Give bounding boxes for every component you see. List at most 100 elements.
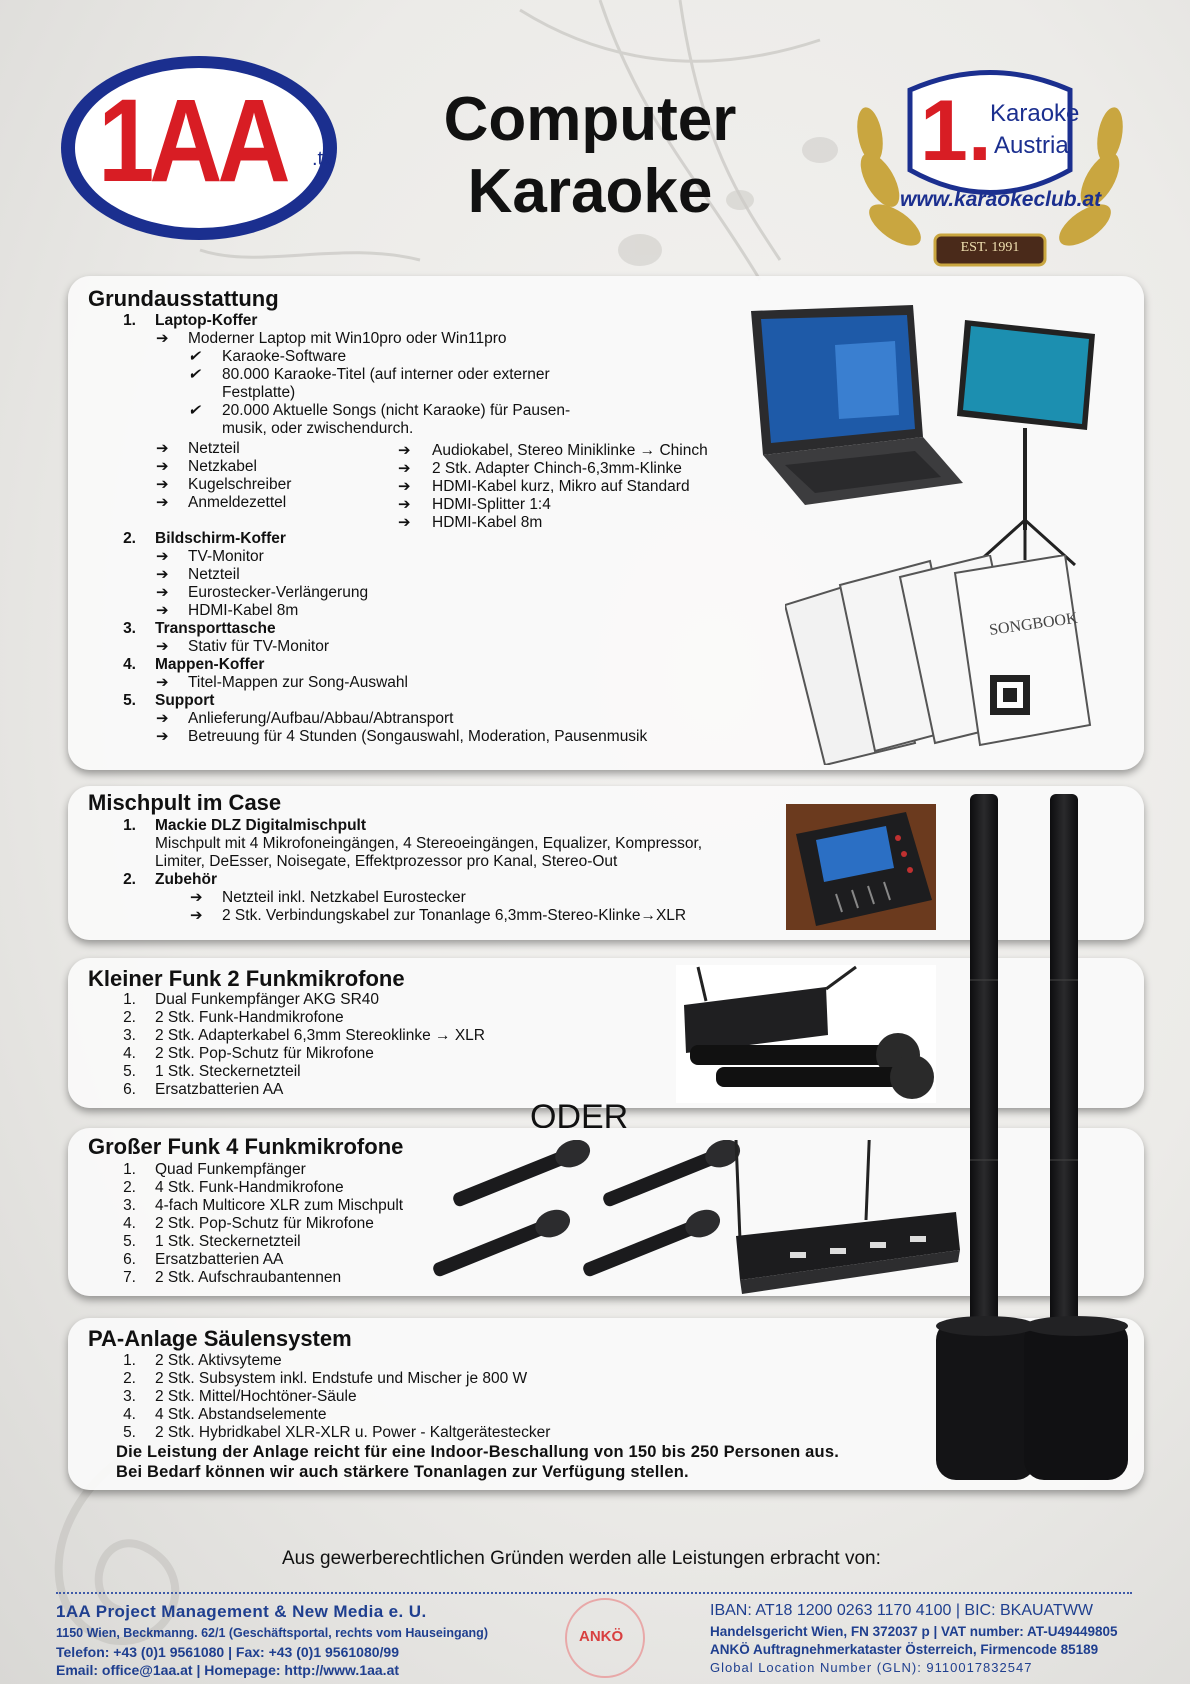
- page-title-line2: Karaoke: [467, 157, 713, 226]
- section-title-grund: Grundausstattung: [88, 286, 279, 311]
- item-number: 1.: [123, 817, 136, 834]
- check-icon: ✔: [188, 402, 201, 419]
- arrow-icon: ➔: [190, 889, 203, 906]
- monitor-stand-image: [957, 320, 1095, 567]
- list-item: Quad Funkempfänger: [155, 1161, 306, 1178]
- list-item: 4 Stk. Abstandselemente: [155, 1406, 327, 1423]
- logo-1aa-sub: .tv: [312, 148, 334, 170]
- page-title-line1: Computer: [443, 85, 737, 154]
- footer-iban: IBAN: AT18 1200 0263 1170 4100 | BIC: BK…: [710, 1602, 1094, 1619]
- arrow-icon: ➔: [156, 602, 169, 619]
- section-title-misch: Mischpult im Case: [88, 790, 282, 815]
- arrow-icon: ➔: [156, 330, 169, 347]
- item-number: 3.: [123, 1197, 136, 1214]
- list-item: 2 Stk. Adapterkabel 6,3mm Stereoklinke →…: [155, 1027, 485, 1044]
- arrow-icon: ➔: [190, 907, 203, 924]
- footer-gln: Global Location Number (GLN): 9110017832…: [710, 1660, 1033, 1675]
- arrow-icon: ➔: [398, 460, 411, 477]
- check-item: 20.000 Aktuelle Songs (nicht Karaoke) fü…: [222, 402, 571, 419]
- item-mappen-koffer: Mappen-Koffer: [155, 656, 265, 673]
- footer-email: Email: office@1aa.at | Homepage: http://…: [56, 1662, 400, 1678]
- item-number: 5.: [123, 1233, 136, 1250]
- item-number: 1.: [123, 312, 136, 329]
- item-desc: Limiter, DeEsser, Noisegate, Effektproze…: [155, 853, 618, 870]
- arrow-icon: ➔: [398, 442, 411, 459]
- logo-est: EST. 1991: [960, 240, 1020, 255]
- check-icon: ✔: [188, 348, 201, 365]
- list-item: 2 Stk. Pop-Schutz für Mikrofone: [155, 1045, 374, 1062]
- logo-karaoke: Karaoke: [990, 100, 1080, 127]
- list-item: 4 Stk. Funk-Handmikrofone: [155, 1179, 344, 1196]
- item-number: 2.: [123, 1179, 136, 1196]
- item-number: 4.: [123, 1215, 136, 1232]
- anko-stamp-label: ANKÖ: [579, 1628, 624, 1645]
- arrow-icon: ➔: [156, 710, 169, 727]
- item-number: 5.: [123, 1424, 136, 1441]
- logo-url: www.karaokeclub.at: [900, 188, 1102, 211]
- akg-receiver-image: [676, 965, 936, 1103]
- list-item: Eurostecker-Verlängerung: [188, 584, 369, 601]
- check-item: musik, oder zwischendurch.: [222, 420, 414, 437]
- item-number: 3.: [123, 1388, 136, 1405]
- arrow-icon: ➔: [156, 458, 169, 475]
- list-item: 2 Stk. Adapter Chinch-6,3mm-Klinke: [432, 460, 682, 477]
- footer-divider: [56, 1592, 1132, 1594]
- list-item: HDMI-Kabel kurz, Mikro auf Standard: [432, 478, 690, 495]
- item-number: 3.: [123, 1027, 136, 1044]
- logo-1aa-ellipse: [61, 56, 337, 240]
- footer-court: Handelsgericht Wien, FN 372037 p | VAT n…: [710, 1624, 1118, 1639]
- list-item: 2 Stk. Pop-Schutz für Mikrofone: [155, 1215, 374, 1232]
- check-icon: ✔: [188, 366, 201, 383]
- laurel-wreath-icon: [857, 70, 1123, 267]
- item-number: 3.: [123, 620, 136, 637]
- arrow-icon: ➔: [156, 548, 169, 565]
- item-number: 4.: [123, 1045, 136, 1062]
- item-number: 2.: [123, 871, 136, 888]
- list-item: Anmeldezettel: [188, 494, 287, 511]
- list-item: 1 Stk. Steckernetzteil: [155, 1233, 301, 1250]
- list-item: Netzkabel: [188, 458, 257, 475]
- list-item: Anlieferung/Aufbau/Abbau/Abtransport: [188, 710, 454, 727]
- logo-austria: Austria: [994, 132, 1069, 159]
- list-item: Audiokabel, Stereo Miniklinke → Chinch: [432, 442, 708, 459]
- item-number: 4.: [123, 1406, 136, 1423]
- check-item: 80.000 Karaoke-Titel (auf interner oder …: [222, 366, 550, 383]
- list-item: 2 Stk. Subsystem inkl. Endstufe und Misc…: [155, 1370, 528, 1387]
- item-number: 5.: [123, 1063, 136, 1080]
- logo-1aa-text: 1AA: [98, 75, 291, 207]
- arrow-icon: ➔: [156, 728, 169, 745]
- logo-karaoke-austria: 1. Karaoke Austria www.karaokeclub.at ES…: [840, 40, 1140, 270]
- pa-column-speakers-image: [936, 794, 1128, 1480]
- list-item: 2 Stk. Verbindungskabel zur Tonanlage 6,…: [222, 907, 687, 924]
- item-number: 2.: [123, 1009, 136, 1026]
- arrow-icon: ➔: [156, 476, 169, 493]
- panel-kleiner-funk: [68, 958, 1144, 1108]
- list-item: 1 Stk. Steckernetzteil: [155, 1063, 301, 1080]
- item-transporttasche: Transporttasche: [155, 620, 276, 637]
- item-desc: Mischpult mit 4 Mikrofoneingängen, 4 Ste…: [155, 835, 703, 852]
- logo-number: 1.: [920, 83, 992, 179]
- list-item: 2 Stk. Mittel/Hochtöner-Säule: [155, 1388, 357, 1405]
- arrow-icon: ➔: [156, 638, 169, 655]
- quad-mics-image: [433, 1140, 960, 1294]
- list-item: Ersatzbatterien AA: [155, 1081, 284, 1098]
- check-item: Festplatte): [222, 384, 296, 401]
- item-support: Support: [155, 692, 215, 709]
- notice-text: Aus gewerberechtlichen Gründen werden al…: [282, 1548, 881, 1569]
- page-title: Computer Karaoke: [430, 84, 750, 228]
- mixer-image: [786, 804, 936, 930]
- list-item: 4-fach Multicore XLR zum Mischpult: [155, 1197, 404, 1214]
- footer-company: 1AA Project Management & New Media e. U.: [56, 1602, 427, 1621]
- list-item: HDMI-Splitter 1:4: [432, 496, 551, 513]
- list-item: Dual Funkempfänger AKG SR40: [155, 991, 380, 1008]
- list-item: Netzteil: [188, 440, 240, 457]
- arrow-icon: ➔: [398, 496, 411, 513]
- list-item: Kugelschreiber: [188, 476, 292, 493]
- list-item: 2 Stk. Aktivsyteme: [155, 1352, 282, 1369]
- arrow-icon: ➔: [398, 514, 411, 531]
- check-item: Karaoke-Software: [222, 348, 347, 365]
- item-number: 1.: [123, 991, 136, 1008]
- item-sub: Moderner Laptop mit Win10pro oder Win11p…: [188, 330, 507, 347]
- item-number: 6.: [123, 1081, 136, 1098]
